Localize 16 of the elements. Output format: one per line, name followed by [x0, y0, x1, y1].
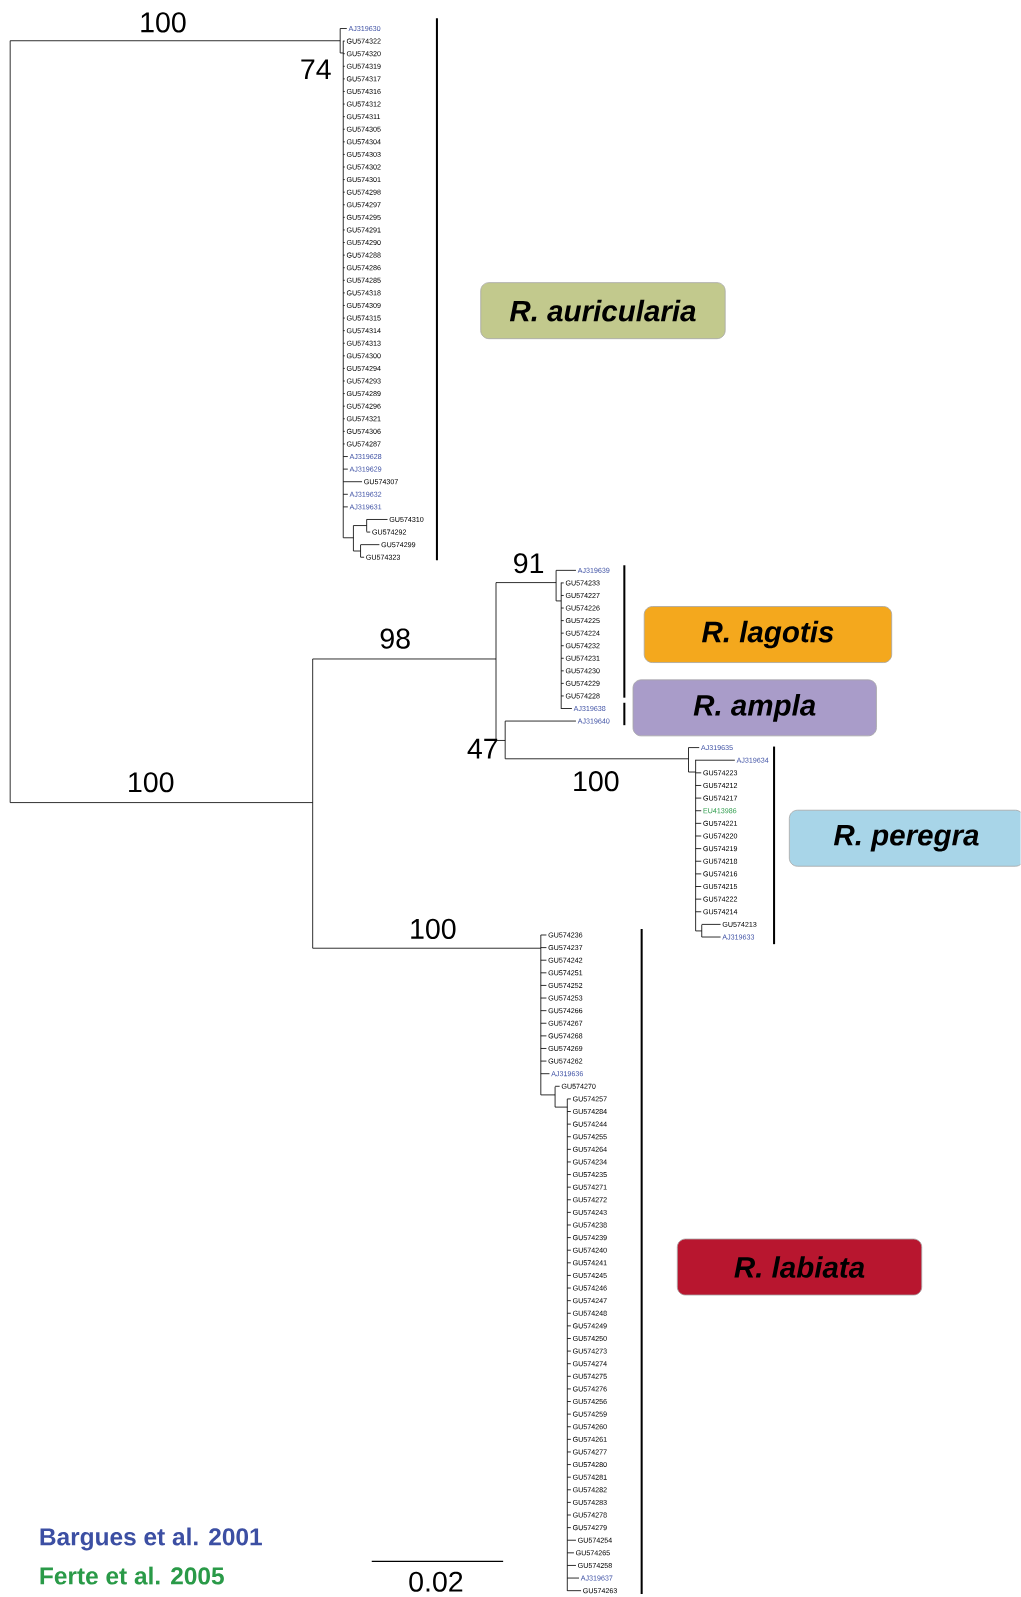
- bootstrap-value: 100: [411, 918, 456, 939]
- bootstrap-value: 100: [141, 12, 186, 33]
- species-label: R. ampla: [632, 679, 878, 737]
- bootstrap-value: 91: [514, 553, 544, 574]
- bootstrap-value: 100: [129, 772, 174, 793]
- species-label: R. auricularia: [480, 282, 726, 340]
- species-label: R. labiata: [677, 1238, 923, 1296]
- scale-value: 0.02: [409, 1571, 463, 1592]
- bootstrap-value: 98: [380, 628, 411, 649]
- bootstrap-value: 74: [301, 59, 331, 80]
- bootstrap-value: 47: [467, 738, 498, 759]
- species-label: R. peregra: [789, 809, 1021, 867]
- legend-entry: Ferte et al. 2005: [40, 1566, 225, 1585]
- legend-entry: Bargues et al. 2001: [40, 1527, 263, 1551]
- bootstrap-value: 100: [574, 771, 619, 792]
- species-label: R. lagotis: [644, 606, 893, 663]
